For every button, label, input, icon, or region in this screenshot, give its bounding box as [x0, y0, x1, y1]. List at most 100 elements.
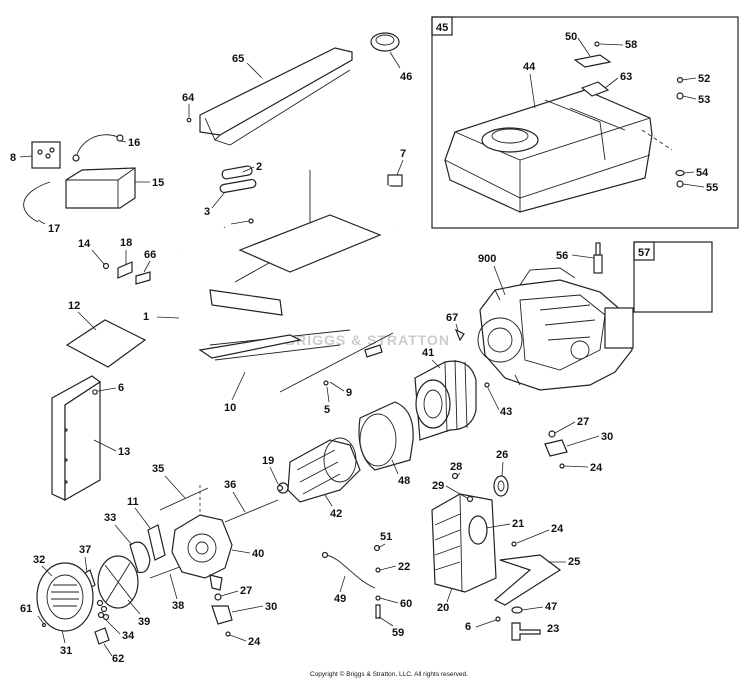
callout-58: 58	[625, 39, 637, 51]
nut-22	[375, 567, 381, 573]
washer-27b	[214, 593, 222, 601]
plate-12	[65, 319, 147, 368]
callout-63: 63	[620, 71, 632, 83]
screw-4	[248, 218, 254, 224]
nut-28	[451, 472, 459, 480]
stator-41	[414, 359, 477, 441]
callout-20: 20	[437, 602, 449, 614]
callout-43: 43	[500, 406, 512, 418]
callout-27b: 27	[240, 585, 252, 597]
callout-23: 23	[547, 623, 559, 635]
grommet-52	[676, 76, 684, 84]
callout-41: 41	[422, 347, 434, 359]
callout-38: 38	[172, 600, 184, 612]
screw-43	[484, 382, 490, 388]
callout-10: 10	[224, 402, 236, 414]
callout-42: 42	[330, 508, 342, 520]
mount-30a	[544, 439, 568, 457]
bolt-36	[224, 499, 279, 523]
callout-57: 57	[638, 247, 650, 259]
callout-53: 53	[698, 94, 710, 106]
callout-6a: 6	[118, 382, 124, 394]
screw-64	[186, 117, 192, 123]
fuel-tank	[444, 89, 653, 213]
callout-15: 15	[152, 177, 164, 189]
battery-cable-17	[23, 181, 51, 223]
callout-box-57	[633, 241, 655, 261]
muffler-20	[431, 493, 497, 593]
end-bell-40	[171, 514, 233, 591]
callout-39: 39	[138, 616, 150, 628]
screws-34	[96, 599, 110, 621]
callout-62: 62	[112, 653, 124, 665]
battery-cable	[75, 134, 119, 159]
callout-1: 1	[143, 311, 149, 323]
callout-51: 51	[380, 531, 392, 543]
fuel-tank-inset-box	[431, 16, 739, 229]
nut-24a	[559, 463, 565, 469]
callout-64: 64	[182, 92, 195, 104]
engine-assembly-900	[477, 267, 634, 391]
screw-29	[466, 495, 474, 503]
callout-36: 36	[224, 479, 236, 491]
screw-6b	[495, 616, 501, 622]
callout-12: 12	[68, 300, 80, 312]
tank-cap-bracket	[573, 41, 612, 68]
bracket-25	[493, 554, 562, 606]
bolt-23	[511, 622, 541, 641]
part-67	[454, 328, 465, 342]
callout-17: 17	[48, 223, 60, 235]
bracket-18	[117, 261, 133, 279]
screw-59	[375, 604, 381, 619]
callout-19: 19	[262, 455, 274, 467]
callout-34: 34	[122, 630, 135, 642]
callout-9: 9	[346, 387, 352, 399]
callout-3: 3	[204, 206, 210, 218]
grommet-54	[675, 169, 685, 177]
screw-14	[102, 262, 110, 270]
callout-14: 14	[78, 238, 91, 250]
callout-18: 18	[120, 237, 132, 249]
bolt-35	[159, 487, 209, 511]
callout-48: 48	[398, 475, 410, 487]
callout-40: 40	[252, 548, 264, 560]
fuel-cap	[370, 32, 400, 52]
cover-33	[129, 541, 151, 574]
handle-3	[219, 178, 257, 194]
callout-900: 900	[478, 253, 496, 265]
washer-19	[276, 484, 284, 492]
callout-11: 11	[127, 496, 139, 508]
nut-24b	[511, 541, 517, 547]
screw-51	[373, 544, 381, 552]
washer-60	[375, 595, 381, 601]
callout-box-45	[431, 16, 453, 36]
frame	[176, 159, 409, 405]
fuel-valve-56	[593, 242, 603, 274]
callout-55: 55	[706, 182, 718, 194]
copyright-notice: Copyright © Briggs & Stratton, LLC. All …	[310, 670, 468, 678]
callout-16: 16	[128, 137, 140, 149]
callout-24a: 24	[590, 462, 603, 474]
callout-30a: 30	[601, 431, 613, 443]
callout-29: 29	[432, 480, 444, 492]
callout-30b: 30	[265, 601, 277, 613]
callout-44: 44	[523, 61, 536, 73]
callout-67: 67	[446, 312, 458, 324]
screw-6a	[92, 389, 98, 395]
fuel-gauge	[580, 81, 610, 97]
battery	[65, 167, 136, 209]
side-panel-13	[51, 375, 102, 502]
label-66	[135, 271, 151, 285]
screw-5	[323, 380, 329, 386]
callout-60: 60	[400, 598, 412, 610]
rotor-42	[277, 437, 361, 503]
callout-27a: 27	[577, 416, 589, 428]
callout-6b: 6	[465, 621, 471, 633]
label-7	[387, 174, 403, 187]
callout-46: 46	[400, 71, 412, 83]
part-62	[94, 627, 110, 645]
callout-50: 50	[565, 31, 577, 43]
callout-45: 45	[436, 22, 448, 34]
